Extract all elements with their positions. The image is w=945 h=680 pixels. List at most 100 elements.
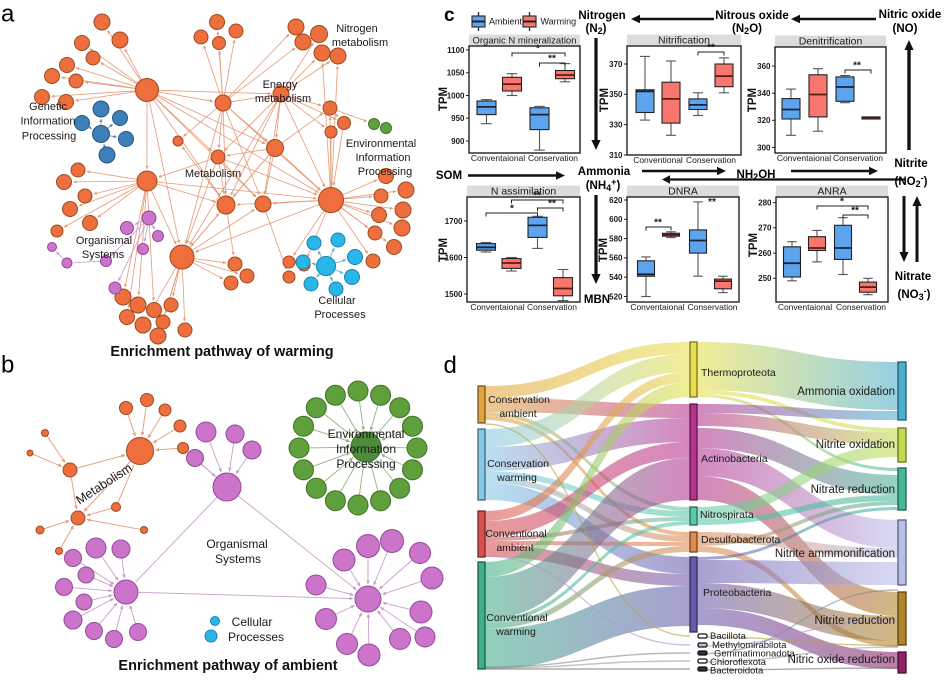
svg-text:SOM: SOM: [436, 170, 462, 182]
svg-text:1050: 1050: [447, 69, 465, 78]
svg-text:TPM: TPM: [438, 238, 450, 262]
svg-text:TPM: TPM: [599, 88, 611, 112]
svg-text:**: **: [654, 218, 662, 229]
svg-text:Denitrification: Denitrification: [799, 36, 863, 48]
svg-text:NH2OH: NH2OH: [737, 169, 776, 182]
svg-text:TPM: TPM: [747, 88, 759, 112]
svg-text:Processing: Processing: [336, 457, 395, 471]
svg-text:Nitrate: Nitrate: [895, 271, 931, 283]
svg-text:340: 340: [757, 89, 771, 98]
svg-text:Genetic: Genetic: [29, 101, 67, 113]
svg-text:Organic N mineralization: Organic N mineralization: [472, 36, 576, 47]
svg-text:Cellular: Cellular: [232, 615, 273, 629]
svg-text:d: d: [444, 352, 457, 379]
svg-text:warming: warming: [495, 626, 536, 638]
svg-text:N assimilation: N assimilation: [491, 186, 557, 198]
svg-text:320: 320: [757, 116, 771, 125]
svg-text:Ammonia oxidation: Ammonia oxidation: [797, 386, 895, 398]
svg-text:Metabolism: Metabolism: [185, 168, 241, 180]
svg-text:310: 310: [609, 151, 623, 160]
svg-text:Thermoproteota: Thermoproteota: [701, 367, 776, 379]
svg-text:Actinobacteria: Actinobacteria: [701, 453, 768, 465]
svg-text:260: 260: [758, 249, 772, 258]
svg-text:900: 900: [451, 137, 465, 146]
svg-text:Processes: Processes: [314, 309, 366, 321]
svg-text:Conservation: Conservation: [833, 153, 883, 163]
svg-text:(N2): (N2): [586, 23, 607, 36]
svg-text:270: 270: [758, 224, 772, 233]
svg-text:Organismal: Organismal: [76, 235, 132, 247]
svg-text:ANRA: ANRA: [817, 186, 846, 198]
svg-text:Nitrite reduction: Nitrite reduction: [814, 615, 895, 627]
svg-text:1000: 1000: [447, 91, 465, 100]
svg-text:Nitrogen: Nitrogen: [336, 23, 378, 35]
svg-text:Nitrite: Nitrite: [894, 158, 927, 170]
svg-text:(NO): (NO): [893, 23, 918, 35]
svg-text:Conservation: Conservation: [686, 155, 736, 165]
svg-text:360: 360: [757, 62, 771, 71]
svg-text:metabolism: metabolism: [255, 93, 311, 105]
svg-text:Proteobacteria: Proteobacteria: [703, 587, 771, 599]
svg-text:1600: 1600: [445, 253, 463, 262]
svg-text:Cellular: Cellular: [318, 295, 356, 307]
svg-text:Processes: Processes: [228, 630, 284, 644]
svg-text:**: **: [707, 43, 715, 54]
svg-text:warming: warming: [496, 472, 537, 484]
svg-text:Desulfobacterota: Desulfobacterota: [701, 534, 781, 546]
svg-text:Conventional: Conventional: [633, 155, 683, 165]
svg-text:580: 580: [609, 234, 623, 243]
svg-text:Organismal: Organismal: [206, 537, 267, 551]
svg-text:Conservation: Conservation: [488, 394, 550, 406]
svg-text:Conventaional: Conventaional: [630, 302, 684, 312]
svg-text:*: *: [840, 197, 844, 208]
svg-text:ambient: ambient: [496, 542, 533, 554]
svg-text:metabolism: metabolism: [332, 37, 388, 49]
svg-text:Conservation: Conservation: [527, 302, 577, 312]
svg-text:a: a: [1, 1, 15, 28]
svg-text:1700: 1700: [445, 217, 463, 226]
svg-text:950: 950: [451, 114, 465, 123]
svg-text:Chloroflexota: Chloroflexota: [710, 657, 767, 668]
svg-text:Processing: Processing: [22, 131, 76, 143]
svg-text:(NO3-): (NO3-): [898, 286, 931, 302]
svg-text:Nitrospirata: Nitrospirata: [700, 509, 754, 521]
svg-text:TPM: TPM: [748, 233, 760, 257]
svg-text:Conventaional: Conventaional: [778, 302, 832, 312]
svg-text:**: **: [853, 61, 861, 72]
svg-text:MBN: MBN: [584, 294, 610, 306]
svg-text:Information: Information: [355, 152, 410, 164]
svg-text:540: 540: [609, 273, 623, 282]
svg-text:Enrichment pathway of ambient: Enrichment pathway of ambient: [118, 658, 337, 674]
svg-text:600: 600: [609, 215, 623, 224]
svg-text:*: *: [536, 44, 540, 55]
svg-text:Information: Information: [336, 442, 396, 456]
svg-text:1500: 1500: [445, 290, 463, 299]
svg-text:Nitrogen: Nitrogen: [578, 10, 625, 22]
svg-text:(N2O): (N2O): [732, 23, 762, 36]
svg-text:Gemmatimonadota: Gemmatimonadota: [714, 649, 796, 660]
svg-text:Warming: Warming: [541, 17, 577, 27]
svg-text:370: 370: [609, 60, 623, 69]
svg-text:560: 560: [609, 254, 623, 263]
svg-text:Enrichment pathway of warming: Enrichment pathway of warming: [110, 344, 333, 360]
svg-text:Environmental: Environmental: [346, 138, 416, 150]
svg-text:250: 250: [758, 274, 772, 283]
svg-text:Conventaional: Conventaional: [470, 302, 524, 312]
svg-text:Conservation: Conservation: [487, 458, 549, 470]
svg-text:Processing: Processing: [358, 166, 412, 178]
svg-text:Methylomirabilota: Methylomirabilota: [712, 640, 787, 651]
svg-text:*: *: [510, 204, 514, 215]
svg-text:Conservation: Conservation: [528, 153, 578, 163]
svg-text:TPM: TPM: [438, 87, 450, 111]
svg-text:**: **: [708, 197, 716, 208]
svg-text:350: 350: [609, 90, 623, 99]
svg-text:DNRA: DNRA: [668, 186, 698, 198]
svg-text:Nitrite oxidation: Nitrite oxidation: [816, 439, 895, 451]
svg-text:Nitric oxide reduction: Nitric oxide reduction: [788, 654, 895, 666]
svg-text:Nitrification: Nitrification: [658, 35, 710, 47]
svg-text:Environmental: Environmental: [328, 427, 405, 441]
svg-text:300: 300: [757, 143, 771, 152]
svg-text:**: **: [548, 199, 556, 210]
svg-text:Information: Information: [20, 116, 75, 128]
svg-text:Conventional: Conventional: [486, 612, 547, 624]
